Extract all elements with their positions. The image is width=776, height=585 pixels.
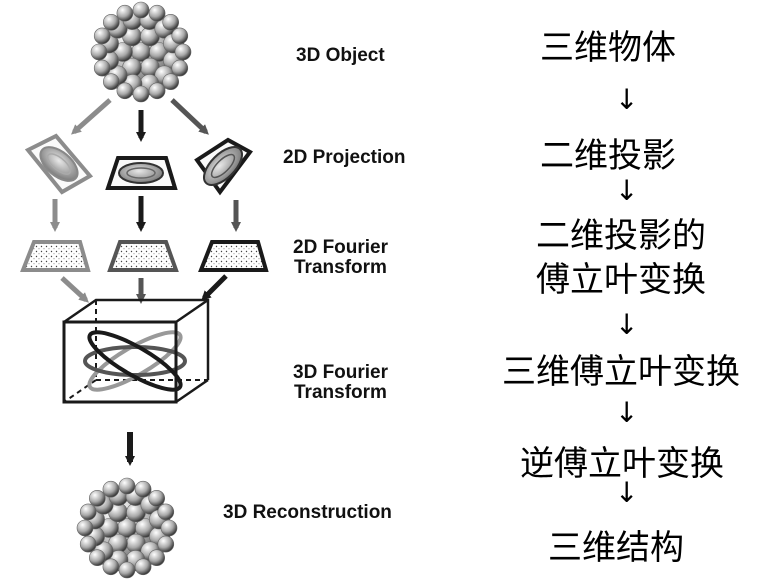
arrow-fourier-to-cube-left xyxy=(60,276,89,303)
down-arrow-icon: ↓ xyxy=(615,396,639,429)
down-arrow-icon: ↓ xyxy=(615,83,639,116)
label-2d-fourier-line1: 2D Fourier xyxy=(293,237,389,258)
fourier-tile-left xyxy=(20,240,91,272)
down-arrow-icon: ↓ xyxy=(615,174,639,207)
fourier-tile-center xyxy=(107,240,179,272)
step-2d-fourier-line2: 傅立叶变换 xyxy=(536,260,706,300)
projection-tile-left xyxy=(24,133,94,195)
virus-particle-icon xyxy=(90,1,192,103)
fourier-tile-right xyxy=(198,240,269,272)
arrow-object-to-projection-right xyxy=(170,98,209,135)
arrow-object-to-projection-left xyxy=(71,98,112,135)
arrow-fourier-to-cube-right xyxy=(201,274,228,301)
label-3d-reconstruction: 3D Reconstruction xyxy=(223,502,392,523)
step-3d-object: 三维物体 xyxy=(540,28,676,68)
step-2d-fourier-line1: 二维投影的 xyxy=(536,216,706,256)
projection-tile-right xyxy=(194,137,253,196)
projection-tile-center xyxy=(105,156,178,190)
step-3d-structure: 三维结构 xyxy=(548,528,684,568)
step-2d-projection: 二维投影 xyxy=(540,136,676,176)
step-3d-fourier: 三维傅立叶变换 xyxy=(502,352,740,392)
label-3d-object: 3D Object xyxy=(296,45,385,66)
down-arrow-icon: ↓ xyxy=(615,308,639,341)
label-3d-fourier-line1: 3D Fourier xyxy=(293,362,389,383)
down-arrow-icon: ↓ xyxy=(615,476,639,509)
fourier-cube-icon xyxy=(62,298,210,404)
label-3d-fourier-line2: Transform xyxy=(294,382,387,403)
virus-particle-icon xyxy=(76,477,178,579)
step-inverse-fourier: 逆傅立叶变换 xyxy=(520,444,724,484)
label-2d-projection: 2D Projection xyxy=(283,147,406,168)
label-2d-fourier-line2: Transform xyxy=(294,257,387,278)
